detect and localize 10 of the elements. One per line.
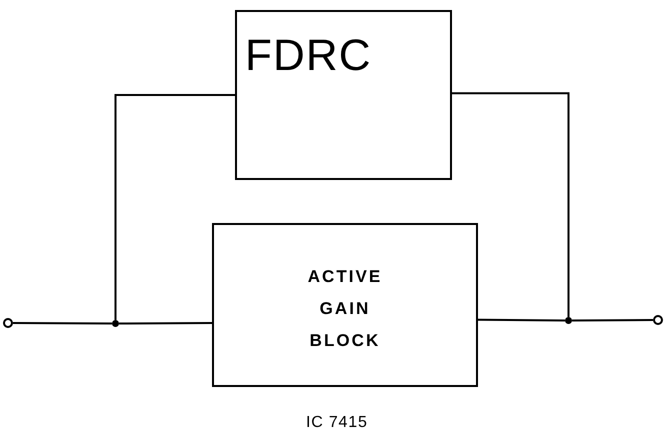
connector-line xyxy=(452,92,570,317)
part-number: IC 7415 xyxy=(306,413,368,433)
connector-line xyxy=(13,322,112,324)
connector-line xyxy=(119,322,212,324)
connector-line xyxy=(114,94,235,320)
box-label: FDRC xyxy=(245,34,372,78)
box-label: ACTIVE GAIN BLOCK xyxy=(306,266,384,352)
connector-line xyxy=(478,318,566,322)
process-box xyxy=(235,10,452,180)
connector-line xyxy=(572,319,653,322)
